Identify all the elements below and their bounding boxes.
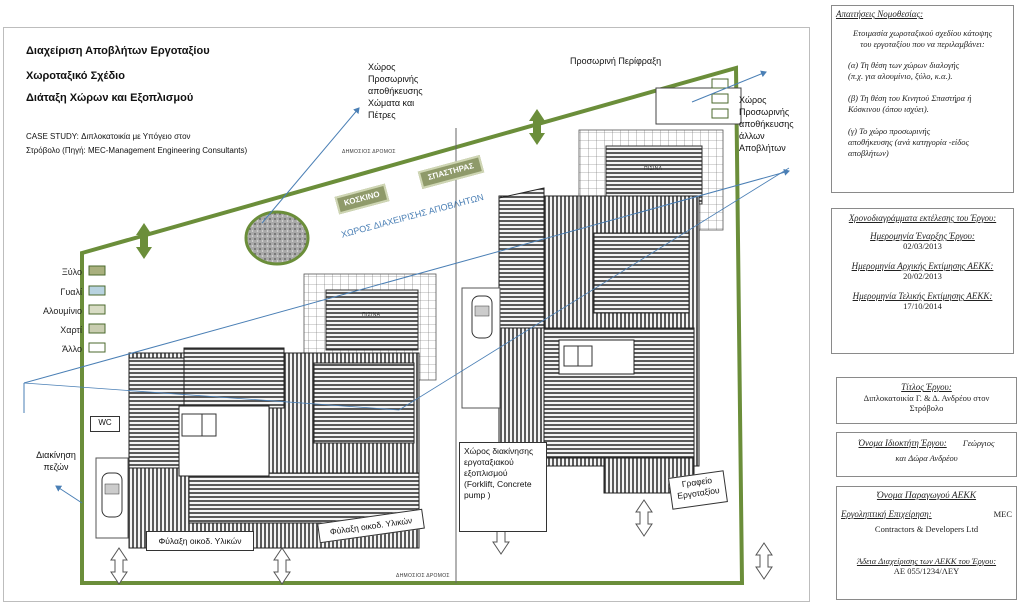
label-public-road-top: ΔΗΜΟΣΙΟΣ ΔΡΟΜΟΣ: [342, 149, 396, 155]
owner-line-1: Όνομα Ιδιοκτήτη Έργου: Γεώργιος: [841, 438, 1012, 449]
right-house-roof: [498, 187, 700, 494]
label-temp-perimeter: Προσωρινή Περίφραξη: [570, 56, 662, 66]
legend-paper: Χαρτί: [60, 325, 82, 335]
soil-label-arrow: [261, 107, 360, 224]
legend-wood: Ξύλο: [61, 267, 82, 277]
site-boundary: [80, 65, 745, 585]
final-estimate-value: 17/10/2014: [903, 301, 942, 311]
site-plan-panel: Διαχείριση Αποβλήτων Εργοταξίου Χωροταξι…: [3, 27, 810, 602]
equipment-area-box: Χώρος διακίνησης εργοταξιακού εξοπλισμού…: [459, 442, 547, 532]
label-other-storage: Χώρος Προσωρινής αποθήκευσης άλλων Αποβλ…: [739, 95, 794, 153]
schedule-title: Χρονοδιαγράμματα εκτέλεσης του Έργου:: [848, 213, 997, 223]
pool-right: [605, 145, 703, 205]
legend-glass: Γυαλί: [60, 287, 82, 297]
car-left-icon: [101, 472, 123, 518]
label-public-road-bottom: ΔΗΜΟΣΙΟΣ ΔΡΟΜΟΣ: [396, 573, 450, 579]
plan-title-3: Διάταξη Χώρων και Εξοπλισμού: [26, 92, 194, 104]
producer-company-line: Εργοληπτική Επιχείρηση: MEC: [841, 509, 1012, 520]
legend-aluminium: Αλουμίνιο: [43, 306, 82, 316]
legend-swatches: [88, 265, 106, 353]
materials-storage-1: Φύλαξη οικοδ. Υλικών: [146, 531, 254, 551]
project-title-box: Τίτλος Έργου: Διπλοκατοικία Γ. & Δ. Ανδρ…: [836, 377, 1017, 424]
temp-perimeter-box: [655, 87, 742, 125]
initial-estimate-value: 20/02/2013: [903, 271, 942, 281]
legislation-item-b: (β) Τη θέση του Κινητού Σπαστήρα ή Κόσκι…: [848, 93, 972, 114]
company-label: Εργοληπτική Επιχείρηση:: [841, 509, 932, 519]
label-pedestrians: Διακίνηση πεζών: [36, 450, 76, 472]
project-title-line-2: Στρόβολο: [909, 403, 944, 413]
wc-box: WC: [90, 416, 120, 432]
company-value-1: MEC: [993, 509, 1012, 519]
owner-box: Όνομα Ιδιοκτήτη Έργου: Γεώργιος και Δώρα…: [836, 432, 1017, 477]
plan-title-2: Χωροταξικό Σχέδιο: [26, 70, 125, 82]
case-study-line-1: CASE STUDY: Διπλοκατοικία με Υπόγειο στο…: [26, 132, 191, 141]
final-estimate-label: Ημερομηνία Τελικής Εκτίμησης ΑΕΚΚ:: [852, 291, 993, 301]
owner-line-2: και Δώρα Ανδρέου: [895, 453, 958, 463]
gate-arrow-right: [529, 109, 545, 145]
legislation-intro: Ετοιμασία χωροταξικού σχεδίου κάτοψης το…: [852, 28, 993, 49]
gate-arrow-left: [136, 223, 152, 259]
owner-first-name: Γεώργιος: [962, 438, 995, 448]
license-label: Άδεια Διαχείρισης των ΑΕΚΚ του Έργου:: [856, 556, 997, 566]
legislation-title: Απαιτήσεις Νομοθεσίας:: [836, 9, 924, 19]
initial-estimate-label: Ημερομηνία Αρχικής Εκτίμησης ΑΕΚΚ:: [851, 261, 994, 271]
pool-left: [325, 289, 419, 351]
waste-area-outline: [23, 168, 790, 384]
case-study-line-2: Στρόβολο (Πηγή: MEC-Management Engineeri…: [26, 146, 248, 155]
pedestrian-arrow: [55, 485, 83, 504]
license-value: ΑΕ 055/1234/ΛΕΥ: [893, 566, 960, 576]
plan-title-1: Διαχείριση Αποβλήτων Εργοταξίου: [26, 45, 210, 57]
legislation-box: Απαιτήσεις Νομοθεσίας: Ετοιμασία χωροταξ…: [831, 5, 1014, 193]
start-date-value: 02/03/2013: [903, 241, 942, 251]
pool-left-label: ΠΙΣΙΝΑ: [362, 312, 381, 318]
soil-stones-pile: [244, 210, 310, 266]
car-right-icon: [471, 295, 493, 339]
schedule-box: Χρονοδιαγράμματα εκτέλεσης του Έργου: Ημ…: [831, 208, 1014, 354]
legislation-item-c: (γ) Το χώρο προσωρινής αποθήκευσης (ανά …: [848, 126, 969, 158]
company-value-2: Contractors & Developers Ltd: [874, 524, 979, 534]
project-title-line-1: Διπλοκατοικία Γ. & Δ. Ανδρέου στον: [863, 393, 990, 403]
owner-label: Όνομα Ιδιοκτήτη Έργου:: [858, 438, 947, 448]
start-date-label: Ημερομηνία Έναρξης Έργου:: [870, 231, 975, 241]
other-waste-arrow: [691, 70, 767, 103]
project-title-label: Τίτλος Έργου:: [901, 382, 952, 392]
producer-box: Όνομα Παραγωγού ΑΕΚΚ Εργοληπτική Επιχείρ…: [836, 486, 1017, 600]
pool-right-label: ΠΙΣΙΝΑ: [644, 166, 663, 172]
legend-other: Άλλο: [62, 344, 82, 354]
legislation-item-a: (α) Τη θέση των χώρων διαλογής (π.χ. για…: [848, 60, 960, 81]
label-soil-storage: Χώρος Προσωρινής αποθήκευσης Χώματα και …: [368, 62, 423, 120]
producer-title: Όνομα Παραγωγού ΑΕΚΚ: [876, 491, 977, 501]
